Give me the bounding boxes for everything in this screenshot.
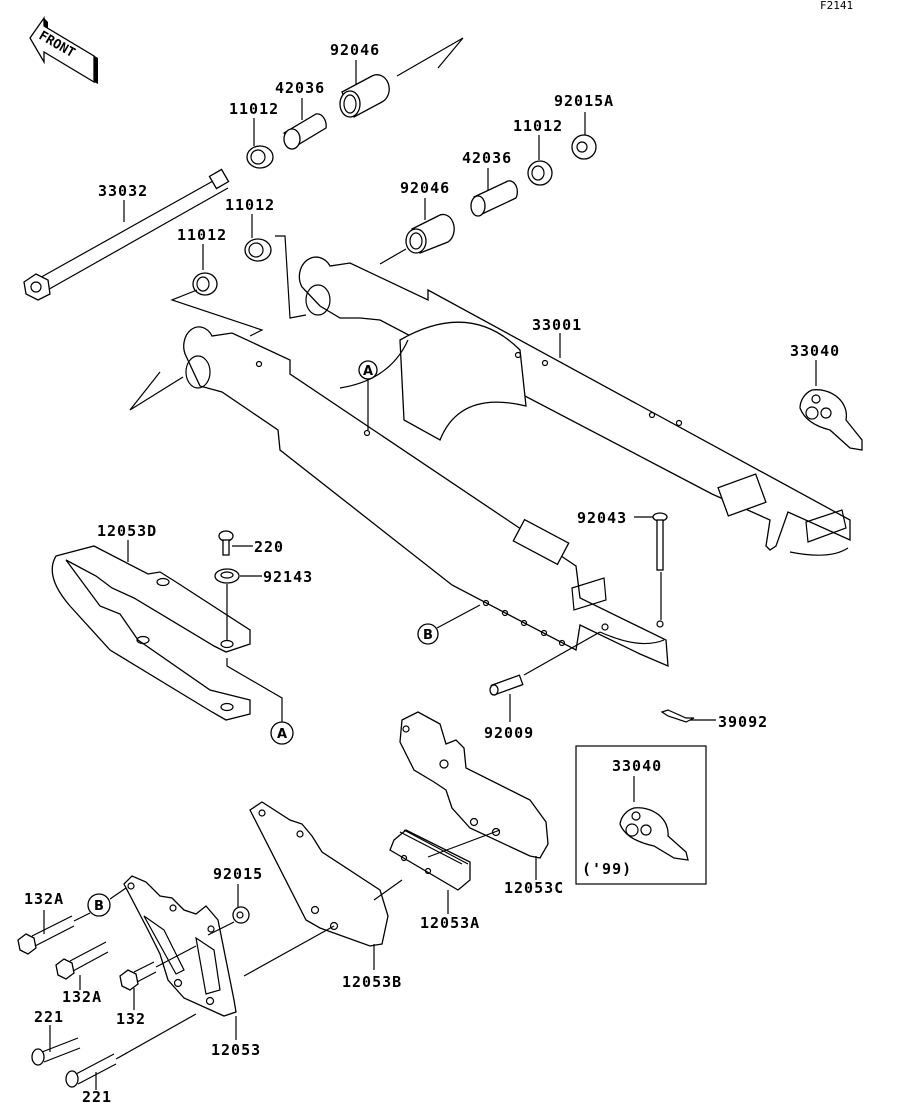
label-33040-inset: 33040 bbox=[612, 757, 662, 775]
part-12053D-chain-slider[interactable] bbox=[51, 545, 251, 721]
part-92143-collar[interactable] bbox=[214, 568, 240, 584]
label-11012-mid: 11012 bbox=[225, 196, 275, 214]
label-11012-right: 11012 bbox=[513, 117, 563, 135]
part-12053-guard-plate[interactable] bbox=[123, 875, 237, 1017]
callout-a-swingarm: A bbox=[358, 360, 378, 430]
part-221-screw-2[interactable] bbox=[65, 1053, 117, 1088]
part-221-screw-1[interactable] bbox=[31, 1037, 81, 1066]
front-direction-arrow-icon: FRONT bbox=[29, 15, 98, 84]
part-11012-seal-mid[interactable] bbox=[244, 238, 272, 262]
label-12053B: 12053B bbox=[342, 973, 402, 991]
part-132A-bolt-1[interactable] bbox=[17, 915, 75, 955]
label-132: 132 bbox=[116, 1010, 146, 1028]
part-132-bolt[interactable] bbox=[119, 961, 157, 991]
svg-text:A: A bbox=[363, 364, 373, 379]
label-132A-1: 132A bbox=[24, 890, 64, 908]
label-221-1: 221 bbox=[34, 1008, 64, 1026]
part-11012-seal-right[interactable] bbox=[527, 160, 553, 186]
svg-text:B: B bbox=[94, 899, 104, 914]
part-42036-collar-top[interactable] bbox=[282, 113, 327, 150]
part-33001-swingarm[interactable] bbox=[183, 256, 851, 668]
part-92043-pin[interactable] bbox=[652, 512, 668, 571]
part-33032-pivot-shaft[interactable] bbox=[23, 168, 230, 301]
inset-1999-variant: 33040 ('99) bbox=[575, 745, 707, 885]
part-92015-nut[interactable] bbox=[232, 906, 250, 924]
callout-b-swingarm: B bbox=[417, 604, 481, 645]
part-12053B-guide-plate[interactable] bbox=[249, 801, 389, 947]
part-39092-clip[interactable] bbox=[660, 709, 695, 723]
label-92143: 92143 bbox=[263, 568, 313, 586]
part-92046-bearing-top[interactable] bbox=[339, 74, 390, 118]
label-12053A: 12053A bbox=[420, 914, 480, 932]
label-33032: 33032 bbox=[98, 182, 148, 200]
part-12053A-guide-pad[interactable] bbox=[389, 829, 471, 891]
label-220: 220 bbox=[254, 538, 284, 556]
figure-reference: F2141 bbox=[820, 0, 853, 12]
label-132A-2: 132A bbox=[62, 988, 102, 1006]
label-92015A: 92015A bbox=[554, 92, 614, 110]
label-221-2: 221 bbox=[82, 1088, 112, 1103]
label-12053C: 12053C bbox=[504, 879, 564, 897]
part-132A-bolt-2[interactable] bbox=[55, 941, 109, 980]
part-92009-stud[interactable] bbox=[489, 674, 524, 696]
part-33040-chain-adjuster[interactable] bbox=[799, 389, 863, 451]
label-42036-right: 42036 bbox=[462, 149, 512, 167]
part-11012-seal-top[interactable] bbox=[246, 145, 274, 169]
svg-text:A: A bbox=[277, 727, 287, 742]
label-39092: 39092 bbox=[718, 713, 768, 731]
label-92043: 92043 bbox=[577, 509, 627, 527]
part-92046-bearing-right[interactable] bbox=[405, 213, 455, 254]
label-92009: 92009 bbox=[484, 724, 534, 742]
part-33040-chain-adjuster-1999[interactable] bbox=[619, 807, 689, 861]
part-42036-collar-right[interactable] bbox=[470, 180, 518, 217]
label-12053D: 12053D bbox=[97, 522, 157, 540]
callout-b-plate: B bbox=[87, 887, 127, 917]
label-11012-low: 11012 bbox=[177, 226, 227, 244]
part-92015A-nut[interactable] bbox=[571, 134, 597, 160]
label-11012-top: 11012 bbox=[229, 100, 279, 118]
part-220-screw[interactable] bbox=[218, 530, 234, 556]
label-92046-right: 92046 bbox=[400, 179, 450, 197]
label-42036-top: 42036 bbox=[275, 79, 325, 97]
part-12053C-chain-guide[interactable] bbox=[399, 711, 549, 859]
part-11012-seal-low[interactable] bbox=[192, 272, 218, 296]
svg-text:B: B bbox=[423, 628, 433, 643]
label-33040: 33040 bbox=[790, 342, 840, 360]
label-12053: 12053 bbox=[211, 1041, 261, 1059]
label-92015: 92015 bbox=[213, 865, 263, 883]
label-92046-top: 92046 bbox=[330, 41, 380, 59]
callout-a-slider: A bbox=[270, 721, 294, 745]
label-33001: 33001 bbox=[532, 316, 582, 334]
inset-year-note: ('99) bbox=[582, 860, 632, 878]
